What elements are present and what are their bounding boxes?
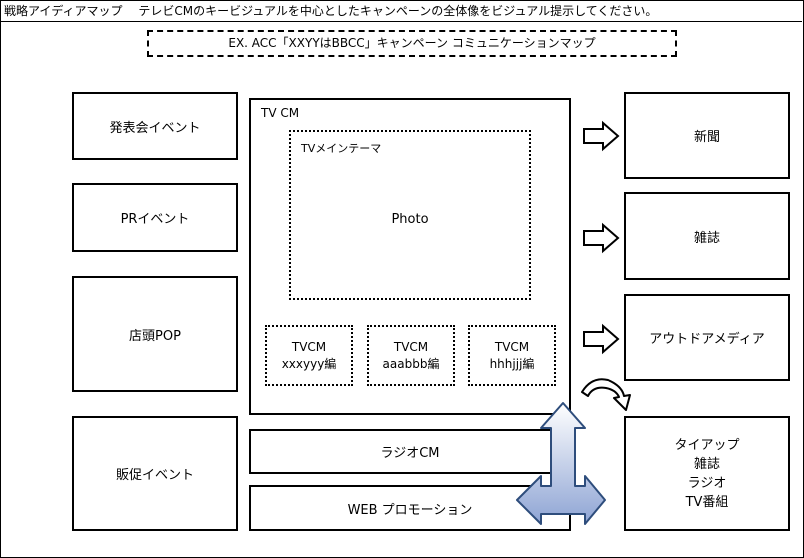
tieup-line: ラジオ xyxy=(687,475,727,491)
right-arrow-icon xyxy=(583,120,620,152)
header-title: 戦略アイディアマップ テレビCMのキービジュアルを中心としたキャンペーンの全体像… xyxy=(0,0,802,22)
photo-placeholder: Photo xyxy=(391,212,429,227)
main-theme-box: TVメインテーマ Photo xyxy=(289,130,531,300)
episode-line1: TVCM xyxy=(393,339,429,354)
subtitle-box: EX. ACC「XXYYはBBCC」キャンペーン コミュニケーションマップ xyxy=(147,30,677,57)
right-arrow-icon xyxy=(583,222,620,254)
box-sales-event: 販促イベント xyxy=(72,416,238,531)
episode-line1: TVCM xyxy=(291,339,327,354)
box-newspaper: 新聞 xyxy=(624,92,790,179)
tieup-line: タイアップ xyxy=(674,437,740,453)
episode-line2: xxxyyy編 xyxy=(281,356,337,371)
right-arrow-icon xyxy=(583,323,620,355)
box-magazine: 雑誌 xyxy=(624,192,790,280)
episode-line1: TVCM xyxy=(494,339,530,354)
box-store-pop: 店頭POP xyxy=(72,276,238,392)
episode-line2: aaabbb編 xyxy=(382,356,440,371)
episode-box: TVCM xxxyyy編 xyxy=(265,325,353,386)
main-theme-label: TVメインテーマ xyxy=(301,142,382,155)
episode-box: TVCM aaabbb編 xyxy=(367,325,455,386)
curved-arrow-icon xyxy=(581,378,631,411)
box-web-promotion: WEB プロモーション xyxy=(249,485,571,531)
tieup-line: 雑誌 xyxy=(693,456,720,472)
tieup-line: TV番組 xyxy=(685,494,729,510)
four-way-arrow-icon xyxy=(516,402,606,525)
tv-cm-label: TV CM xyxy=(261,106,300,120)
tv-cm-box: TV CM TVメインテーマ Photo TVCM xxxyyy編 TVCM a… xyxy=(249,98,571,415)
box-launch-event: 発表会イベント xyxy=(72,92,238,160)
episode-line2: hhhjjj編 xyxy=(489,356,535,371)
box-tieup: タイアップ 雑誌 ラジオ TV番組 xyxy=(624,416,790,531)
box-pr-event: PRイベント xyxy=(72,183,238,252)
box-outdoor-media: アウトドアメディア xyxy=(624,294,790,381)
episode-box: TVCM hhhjjj編 xyxy=(468,325,556,386)
box-radio-cm: ラジオCM xyxy=(249,429,571,474)
